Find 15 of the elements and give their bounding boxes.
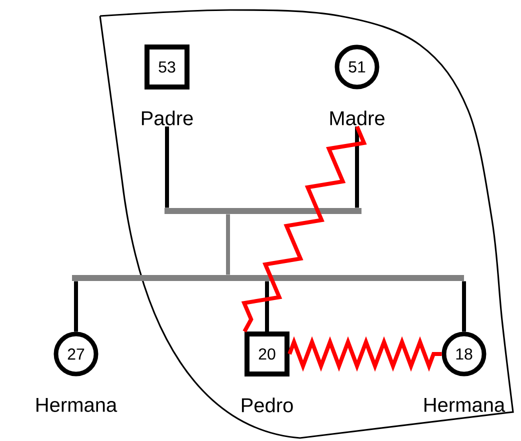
line-of-descent bbox=[226, 214, 230, 275]
connector-bar bbox=[72, 275, 464, 281]
person-label: Madre bbox=[330, 110, 384, 126]
conflict-line bbox=[288, 336, 442, 372]
line-of-descent bbox=[74, 281, 78, 332]
person-label: Pedro bbox=[242, 398, 293, 412]
line-of-descent bbox=[462, 281, 466, 332]
person-label: Hermana bbox=[36, 398, 118, 412]
line-of-descent bbox=[265, 281, 269, 332]
conflict-line bbox=[241, 126, 367, 332]
line-of-descent bbox=[355, 126, 359, 208]
connector-bar bbox=[164, 208, 362, 214]
person-label: Hermana bbox=[424, 398, 506, 412]
line-of-descent bbox=[165, 126, 169, 208]
person-label: Padre bbox=[142, 110, 193, 126]
